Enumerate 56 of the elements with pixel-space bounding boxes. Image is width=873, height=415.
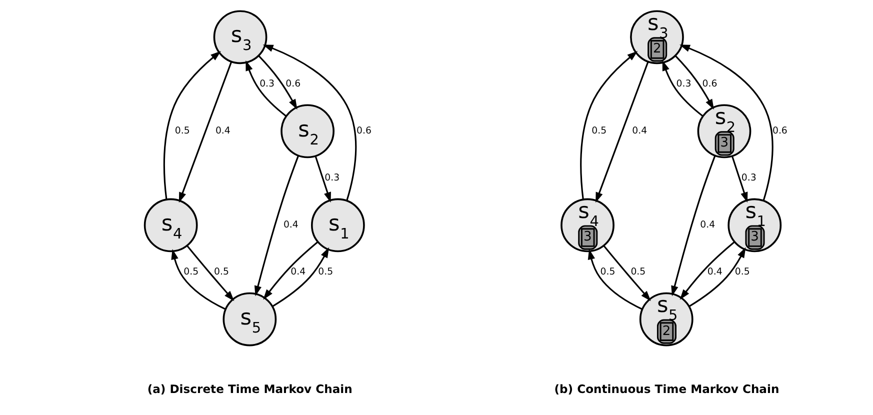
label: (a) Discrete Time Markov Chain [147, 382, 352, 396]
edge-label: 0.4 [283, 220, 298, 231]
node-circle: s$_{5}$ 2 [639, 292, 694, 346]
edge-label: 0.3 [676, 78, 692, 90]
arrow [671, 155, 716, 296]
arrow [596, 61, 649, 203]
edge-label: 0.5 [214, 266, 229, 278]
arrow [254, 155, 300, 296]
arrow [603, 245, 651, 302]
edge-label: 0.3 [260, 78, 275, 90]
edge-label: 0.5 [184, 266, 199, 278]
arrow [171, 249, 226, 310]
edge-label: 0.4 [290, 266, 306, 278]
arrow [262, 44, 357, 201]
edge-label: 0.4 [707, 266, 722, 278]
arrow [258, 55, 298, 110]
edge-label: 0.4 [215, 126, 230, 137]
node-circle: s$_{3}$ [213, 10, 268, 64]
edge-label: 0.3 [741, 172, 756, 184]
edge-label: 0.6 [286, 78, 301, 90]
edge-label: 0.6 [702, 78, 718, 90]
edge-label: 0.5 [318, 266, 334, 278]
node-circle: s$_{3}$ 2 [630, 10, 684, 64]
edge-label: 0.3 [324, 172, 340, 184]
edge-label: 0.5 [630, 266, 646, 278]
arrow [580, 51, 638, 200]
node-circle: s$_{2}$ 3 [697, 104, 752, 158]
arrow [588, 249, 642, 310]
node-circle: s$_{1}$ 3 [728, 198, 782, 252]
arrow [662, 60, 704, 117]
node-circle: s$_{4}$ 3 [560, 198, 614, 252]
edge-label: 0.5 [600, 266, 616, 278]
arrow [246, 60, 287, 117]
label: (b) Continuous Time Markov Chain [554, 382, 780, 396]
node-circle: s$_{5}$ [222, 292, 277, 346]
arrow [680, 241, 735, 300]
arrow [263, 241, 318, 300]
edge-label: 0.5 [734, 266, 750, 278]
edge-label: 0.6 [356, 126, 372, 137]
edge-label: 0.6 [772, 126, 788, 137]
node-circle: s$_{4}$ [144, 198, 198, 252]
edge-label: 0.4 [632, 126, 648, 137]
edge-label: 0.5 [592, 126, 607, 137]
arrow [731, 156, 748, 203]
arrow [163, 51, 221, 200]
edge-label: 0.5 [174, 126, 190, 137]
node-circle: s$_{1}$ [311, 198, 365, 252]
arrow [688, 247, 746, 308]
arrow [272, 247, 330, 308]
arrow [314, 156, 331, 203]
arrow [680, 44, 774, 201]
arrow [186, 245, 234, 302]
edge-label: 0.4 [700, 220, 716, 231]
arrow [674, 55, 714, 110]
node-circle: s$_{2}$ [280, 104, 334, 158]
arrow [178, 61, 232, 203]
